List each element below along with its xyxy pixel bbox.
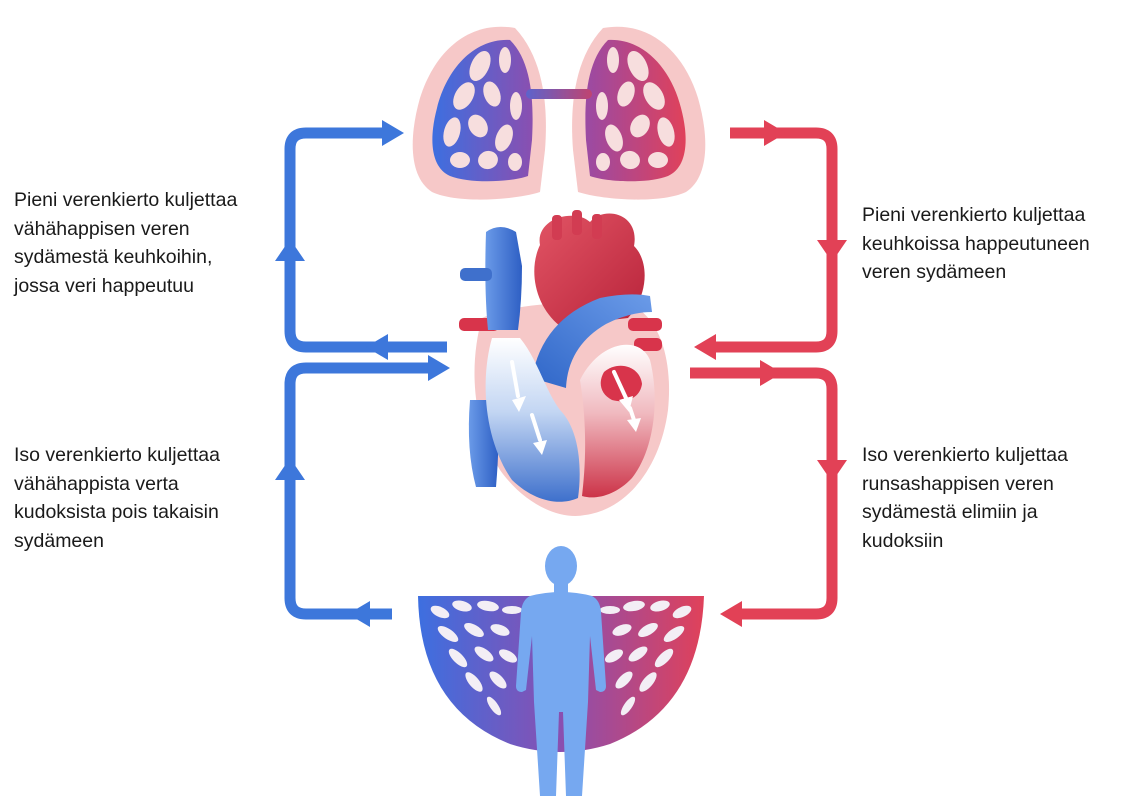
caption-line: runsashappisen veren: [862, 470, 1068, 499]
arrowhead-icon: [764, 120, 786, 146]
arrowhead-icon: [817, 240, 847, 262]
caption-line: vähähappista verta: [14, 470, 220, 499]
caption-systemic-outflow: Iso verenkierto kuljettaa runsashappisen…: [862, 441, 1068, 555]
caption-line: kudoksista pois takaisin: [14, 498, 220, 527]
arrowhead-icon: [275, 239, 305, 261]
arrowhead-icon: [720, 601, 742, 627]
arrowhead-icon: [348, 601, 370, 627]
aorta-arrow: [690, 360, 847, 627]
vein-branch: [460, 268, 492, 281]
pulmonary-vein-right: [628, 318, 662, 331]
caption-line: kudoksiin: [862, 527, 1068, 556]
heart-illustration: [459, 210, 669, 516]
arrowhead-icon: [428, 355, 450, 381]
caption-line: jossa veri happeutuu: [14, 272, 237, 301]
aortic-branch: [572, 210, 582, 235]
caption-line: sydämestä keuhkoihin,: [14, 243, 237, 272]
caption-line: Pieni verenkierto kuljettaa: [862, 201, 1090, 230]
aortic-branch: [592, 214, 602, 239]
caption-line: Iso verenkierto kuljettaa: [862, 441, 1068, 470]
arrowhead-icon: [366, 334, 388, 360]
aortic-branch: [552, 215, 562, 240]
caption-systemic-return: Iso verenkierto kuljettaa vähähappista v…: [14, 441, 220, 555]
arrowhead-icon: [694, 334, 716, 360]
caption-pulmonary-outflow: Pieni verenkierto kuljettaa vähähappisen…: [14, 186, 237, 300]
lungs-illustration: [413, 27, 706, 200]
caption-line: keuhkoissa happeutuneen: [862, 230, 1090, 259]
caption-line: sydämestä elimiin ja: [862, 498, 1068, 527]
bronchus: [526, 89, 592, 99]
caption-pulmonary-return: Pieni verenkierto kuljettaa keuhkoissa h…: [862, 201, 1090, 287]
arrowhead-icon: [275, 458, 305, 480]
caption-line: Iso verenkierto kuljettaa: [14, 441, 220, 470]
arrowhead-icon: [760, 360, 782, 386]
vena-cava-arrow: [275, 355, 450, 627]
caption-line: sydämeen: [14, 527, 220, 556]
arrowhead-icon: [382, 120, 404, 146]
pulmonary-vein-arrow: [694, 120, 847, 360]
caption-line: vähähappisen veren: [14, 215, 237, 244]
caption-line: veren sydämeen: [862, 258, 1090, 287]
arrowhead-icon: [817, 460, 847, 482]
caption-line: Pieni verenkierto kuljettaa: [14, 186, 237, 215]
body-tissue-illustration: [418, 546, 704, 796]
